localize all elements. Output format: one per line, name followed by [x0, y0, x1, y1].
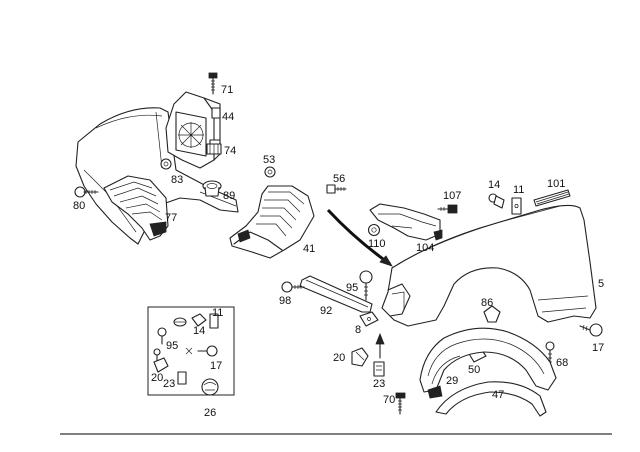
label-107: 107: [443, 190, 461, 202]
label-53: 53: [263, 154, 275, 166]
label-98: 98: [279, 295, 291, 307]
label-101: 101: [547, 178, 565, 190]
part-23-clip: [373, 361, 385, 377]
part-20-clip: [351, 347, 369, 367]
part-14-plug: [488, 193, 505, 209]
inset-label-95: 95: [166, 340, 178, 352]
assembly-arrow: [326, 208, 393, 267]
label-77: 77: [165, 212, 177, 224]
label-17: 17: [592, 342, 604, 354]
part-8-bracket: [359, 311, 379, 327]
part-47-liner-strip: [435, 381, 547, 417]
label-104: 104: [416, 242, 434, 254]
label-29: 29: [446, 375, 458, 387]
part-89-grommet: [202, 180, 222, 197]
inset-label-11: 11: [212, 307, 223, 319]
label-44: 44: [222, 111, 234, 123]
label-92: 92: [320, 305, 332, 317]
inset-label-20: 20: [151, 372, 163, 384]
label-83: 83: [171, 174, 183, 186]
part-5-fender: [381, 204, 597, 327]
label-86: 86: [481, 297, 493, 309]
part-44-air-duct: [165, 91, 221, 169]
part-101-strip: [533, 189, 571, 207]
label-47: 47: [492, 389, 504, 401]
inset-label-17: 17: [210, 360, 222, 372]
label-71: 71: [221, 84, 233, 96]
label-23: 23: [373, 378, 385, 390]
part-83-nut: [160, 158, 172, 170]
label-80: 80: [73, 200, 85, 212]
part-29-liner: [419, 327, 557, 399]
part-110-nut: [367, 223, 381, 237]
part-71-screw: [208, 72, 218, 95]
label-5: 5: [598, 278, 604, 290]
part-107-bolt: [437, 204, 458, 214]
label-74: 74: [224, 145, 236, 157]
label-56: 56: [333, 173, 345, 185]
part-92-strip: [299, 275, 373, 313]
label-8: 8: [355, 324, 361, 336]
label-70: 70: [383, 394, 395, 406]
part-95-bolt: [359, 270, 373, 301]
part-80-bolt: [74, 186, 99, 198]
label-41: 41: [303, 243, 315, 255]
part-86-clip: [483, 305, 501, 323]
pointer-arrow: [375, 332, 385, 359]
part-56-bolt: [326, 184, 347, 194]
part-11-clip: [511, 197, 522, 215]
part-104-bracket: [369, 203, 443, 241]
label-68: 68: [556, 357, 568, 369]
part-17-bolt: [579, 323, 603, 337]
part-70-screw: [395, 392, 406, 415]
part-74-clip: [206, 143, 222, 155]
inset-label-14: 14: [193, 325, 205, 337]
part-41-housing: [229, 185, 315, 259]
small-parts-inset: [147, 306, 235, 396]
label-89: 89: [223, 190, 235, 202]
part-98-bolt: [281, 281, 305, 293]
inset-label-23: 23: [163, 378, 175, 390]
label-110: 110: [368, 238, 386, 250]
part-53-nut: [264, 166, 276, 178]
label-20: 20: [333, 352, 345, 364]
label-50: 50: [468, 364, 480, 376]
inset-label-26: 26: [204, 407, 216, 419]
part-77-bracket: [103, 175, 169, 241]
label-95: 95: [346, 282, 358, 294]
label-11: 11: [513, 184, 524, 196]
label-14: 14: [488, 179, 500, 191]
